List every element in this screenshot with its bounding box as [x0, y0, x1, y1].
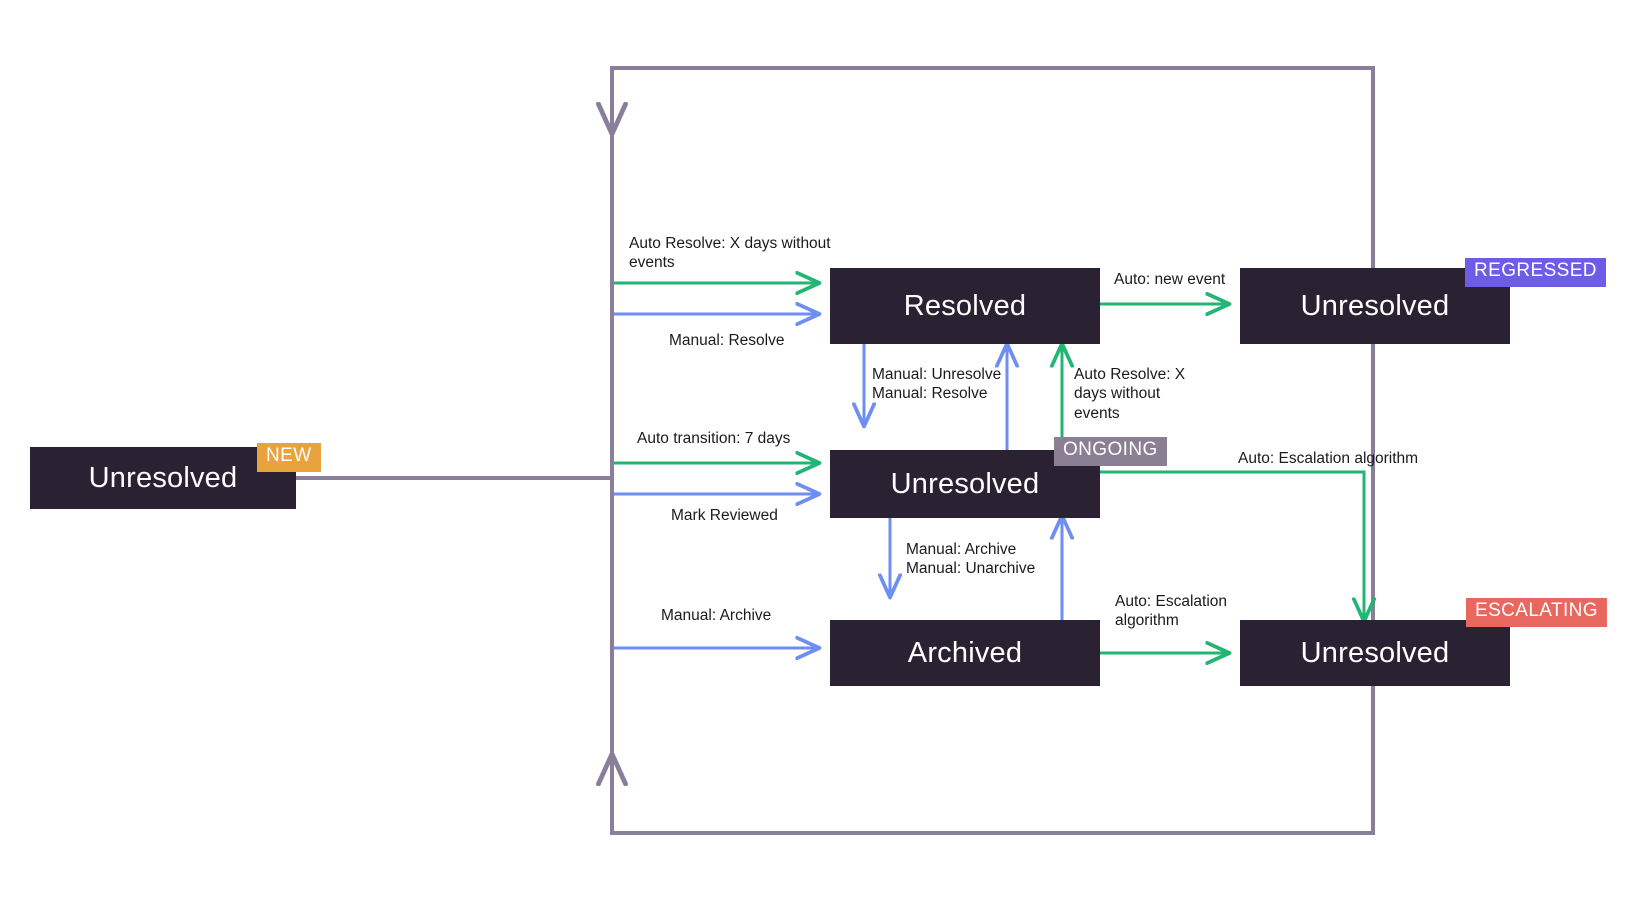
status-badge-escalating: ESCALATING — [1466, 598, 1607, 627]
status-badge-new: NEW — [257, 443, 321, 472]
edge-label-auto-escalation-algorithm-right: Auto: Escalation algorithm — [1238, 450, 1419, 467]
node-new-unresolved[interactable]: Unresolved — [30, 447, 296, 509]
node-label: Resolved — [903, 289, 1027, 322]
edge-label-auto-transition-7-days: Auto transition: 7 days — [637, 430, 791, 447]
badge-label: REGRESSED — [1474, 260, 1597, 281]
status-badge-ongoing: ONGOING — [1054, 437, 1167, 466]
edge-label-auto-new-event: Auto: new event — [1114, 271, 1226, 288]
node-escalating-unresolved[interactable]: Unresolved — [1240, 620, 1510, 686]
node-label: Unresolved — [890, 467, 1040, 500]
edge-label-manual-unresolve-resolve: Manual: Unresolve Manual: Resolve — [872, 366, 1002, 403]
node-label: Unresolved — [1300, 289, 1450, 322]
node-label: Archived — [907, 636, 1023, 669]
edge-label-auto-escalation-algorithm-left: Auto: Escalation algorithm — [1115, 593, 1228, 630]
edge-label-auto-resolve-x-days-top: Auto Resolve: X days without events — [629, 235, 831, 272]
edge-label-mark-reviewed: Mark Reviewed — [671, 507, 778, 524]
edge-label-manual-resolve: Manual: Resolve — [669, 332, 785, 349]
edge-label-manual-archive-unarchive: Manual: Archive Manual: Unarchive — [906, 541, 1036, 578]
badge-label: NEW — [266, 445, 312, 466]
edge-label-auto-resolve-x-days-mid: Auto Resolve: X days without events — [1074, 366, 1186, 422]
node-archived[interactable]: Archived — [830, 620, 1100, 686]
node-label: Unresolved — [1300, 636, 1450, 669]
node-resolved[interactable]: Resolved — [830, 268, 1100, 344]
edge-label-manual-archive: Manual: Archive — [661, 607, 772, 624]
node-label: Unresolved — [88, 461, 238, 494]
badge-label: ONGOING — [1063, 439, 1158, 460]
badge-label: ESCALATING — [1475, 600, 1598, 621]
status-badge-regressed: REGRESSED — [1465, 258, 1606, 287]
edge-auto-escalation-algorithm-right — [1098, 470, 1364, 620]
